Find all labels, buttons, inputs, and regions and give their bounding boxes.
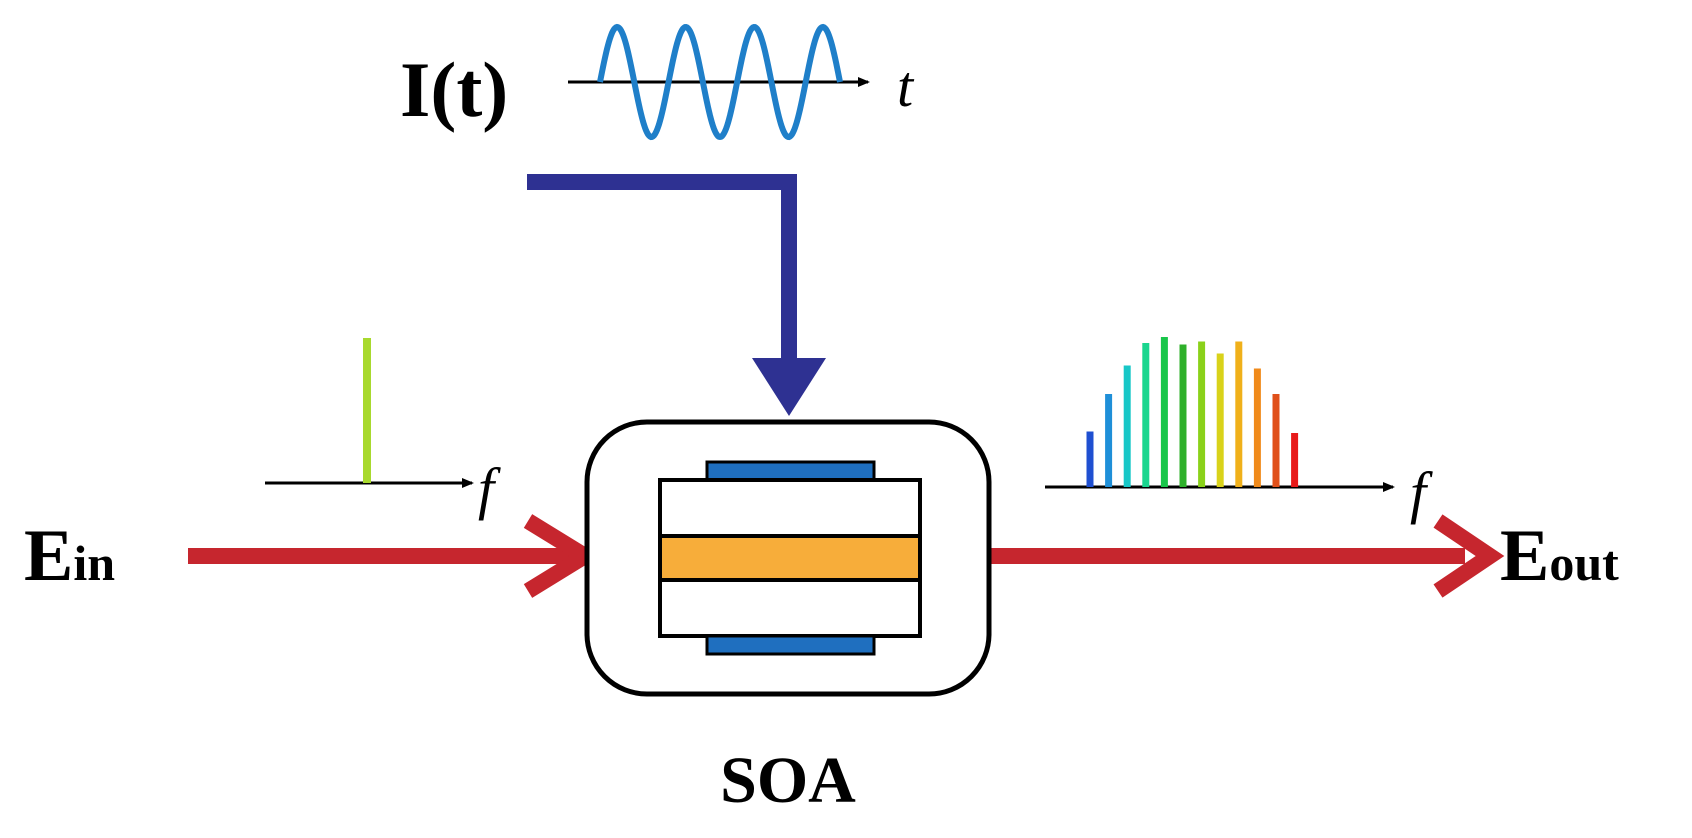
upper-cladding (658, 478, 922, 538)
device-label: SOA (720, 744, 856, 817)
output-field-sub: out (1549, 535, 1619, 591)
output-optical-arrow (990, 514, 1505, 598)
soa-device (584, 419, 992, 697)
time-axis-label: t (897, 54, 915, 119)
output-field-label: Eout (1500, 515, 1619, 597)
sine-wave (597, 23, 843, 141)
drive-current-arrow (527, 174, 826, 416)
input-optical-arrow (188, 514, 601, 598)
input-spectrum (265, 338, 474, 488)
lower-cladding (658, 578, 922, 638)
bottom-contact (705, 634, 876, 656)
active-layer (658, 534, 922, 582)
input-field-label: Ein (24, 515, 115, 597)
top-contact (705, 460, 876, 482)
input-field-main: E (24, 515, 73, 597)
input-field-sub: in (73, 535, 115, 591)
output-spectrum (1045, 337, 1395, 492)
output-field-main: E (1500, 515, 1549, 597)
current-label: I(t) (400, 46, 508, 133)
output-freq-axis-label: f (1410, 460, 1433, 525)
input-freq-axis-label: f (478, 456, 501, 521)
